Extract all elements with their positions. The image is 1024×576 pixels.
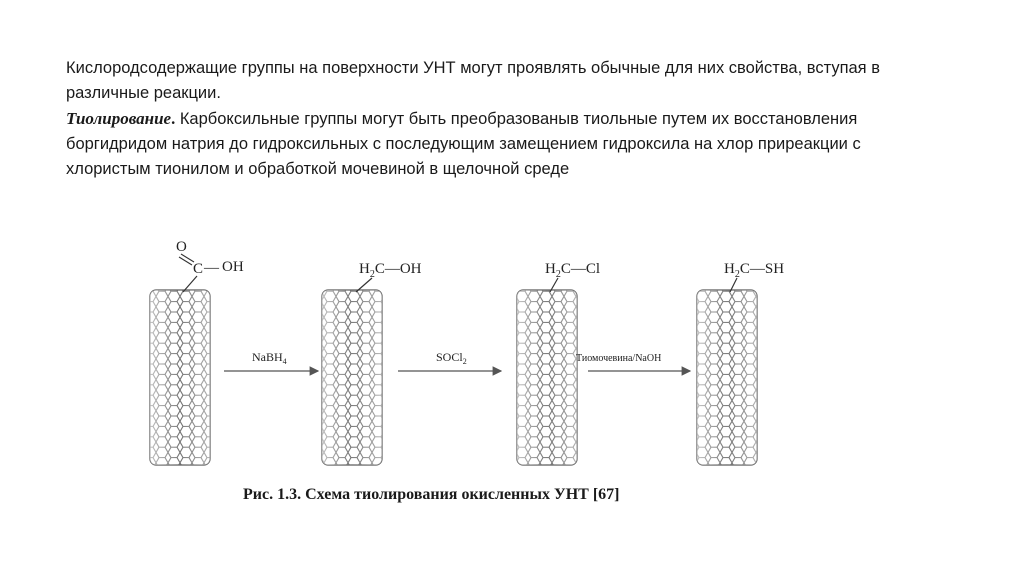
svg-text:H2C—OH: H2C—OH bbox=[359, 261, 422, 280]
term-thiolation: Тиолирование bbox=[66, 109, 172, 128]
body-text: Кислородсодержащие группы на поверхности… bbox=[66, 56, 916, 182]
double-bond-line-2 bbox=[178, 256, 193, 266]
nanotube-4 bbox=[696, 289, 758, 466]
ch2sh-attach-bond bbox=[729, 277, 738, 293]
ch2cl-sub: 2 bbox=[556, 269, 561, 280]
carboxyl-carbon: C bbox=[193, 261, 203, 277]
ch2sh-sub: 2 bbox=[735, 269, 740, 280]
carboxyl-attach-bond bbox=[182, 275, 198, 293]
nanotube-2 bbox=[321, 289, 383, 466]
paragraph-oxygen-groups: Кислородсодержащие группы на поверхности… bbox=[66, 59, 880, 102]
double-bond-line-1 bbox=[180, 253, 195, 263]
svg-text:SOCl2: SOCl2 bbox=[436, 350, 467, 366]
term-dot: . bbox=[171, 109, 176, 128]
nanotube-1 bbox=[149, 289, 211, 466]
ch2oh-sub: 2 bbox=[370, 269, 375, 280]
carboxyl-bond: — bbox=[203, 260, 220, 276]
svg-text:H2C—SH: H2C—SH bbox=[724, 261, 784, 280]
chloromethyl-group: H2C—Cl bbox=[545, 261, 600, 293]
carboxyl-group: O C — OH bbox=[176, 239, 244, 293]
reaction-arrow-1: NaBH4 bbox=[224, 350, 320, 376]
ch2oh-h: H bbox=[359, 261, 370, 277]
reaction-arrow-3: Тиомочевина/NaOH bbox=[576, 353, 692, 376]
svg-text:NaBH4: NaBH4 bbox=[252, 350, 287, 366]
figure-caption: Рис. 1.3. Схема тиолирования окисленных … bbox=[243, 486, 620, 503]
ch2cl-rest: C—Cl bbox=[561, 261, 600, 277]
ch2cl-h: H bbox=[545, 261, 556, 277]
reaction-arrow-2: SOCl2 bbox=[398, 350, 503, 376]
thiol-group: H2C—SH bbox=[724, 261, 784, 293]
carboxyl-oxygen: O bbox=[176, 239, 187, 255]
ch2sh-rest: C—SH bbox=[740, 261, 784, 277]
carboxyl-hydroxyl: OH bbox=[222, 259, 244, 275]
paragraph-thiolation: Тиолирование. Карбоксильные группы могут… bbox=[66, 106, 916, 182]
hydroxymethyl-group: H2C—OH bbox=[355, 261, 422, 293]
ch2oh-attach-bond bbox=[355, 277, 373, 293]
reagent-nabh4-main: NaBH bbox=[252, 350, 283, 364]
reagent-thiourea: Тиомочевина/NaOH bbox=[576, 353, 661, 364]
ch2oh-rest: C—OH bbox=[375, 261, 422, 277]
reagent-nabh4-sub: 4 bbox=[283, 357, 287, 366]
reagent-socl2-sub: 2 bbox=[463, 357, 467, 366]
reagent-socl2-main: SOCl bbox=[436, 350, 463, 364]
nanotube-3 bbox=[516, 289, 578, 466]
ch2cl-attach-bond bbox=[549, 277, 559, 293]
svg-text:H2C—Cl: H2C—Cl bbox=[545, 261, 600, 280]
ch2sh-h: H bbox=[724, 261, 735, 277]
paragraph-thiolation-text: Карбоксильные группы могут быть преобраз… bbox=[66, 110, 861, 178]
